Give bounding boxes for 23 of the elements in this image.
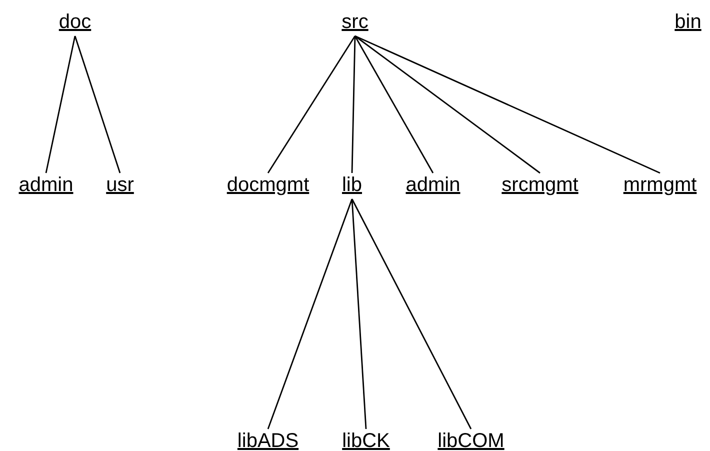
connector-line xyxy=(267,198,353,430)
connector-line xyxy=(354,36,434,174)
connector-line xyxy=(354,35,660,174)
connector-line xyxy=(351,198,472,430)
connector-line xyxy=(74,36,121,174)
directory-label: lib xyxy=(342,173,362,197)
directory-label: libCOM xyxy=(438,429,504,451)
directory-label: admin xyxy=(406,173,460,197)
directory-label: libCK xyxy=(342,429,390,451)
directory-label: usr xyxy=(106,173,134,197)
directory-label: doc xyxy=(58,10,92,34)
connector-line xyxy=(351,198,367,430)
directory-label: libADS xyxy=(237,429,299,451)
directory-label: bin xyxy=(674,10,702,34)
connector-line xyxy=(354,35,540,174)
connector-line xyxy=(351,36,356,174)
directory-label: admin xyxy=(18,173,74,197)
connector-line xyxy=(45,36,76,174)
directory-label: docmgmt xyxy=(226,173,310,197)
directory-label: srcmgmt xyxy=(502,173,578,197)
connector-line xyxy=(267,36,356,174)
directory-label: mrmgmt xyxy=(623,173,697,197)
directory-label: src xyxy=(342,10,368,34)
